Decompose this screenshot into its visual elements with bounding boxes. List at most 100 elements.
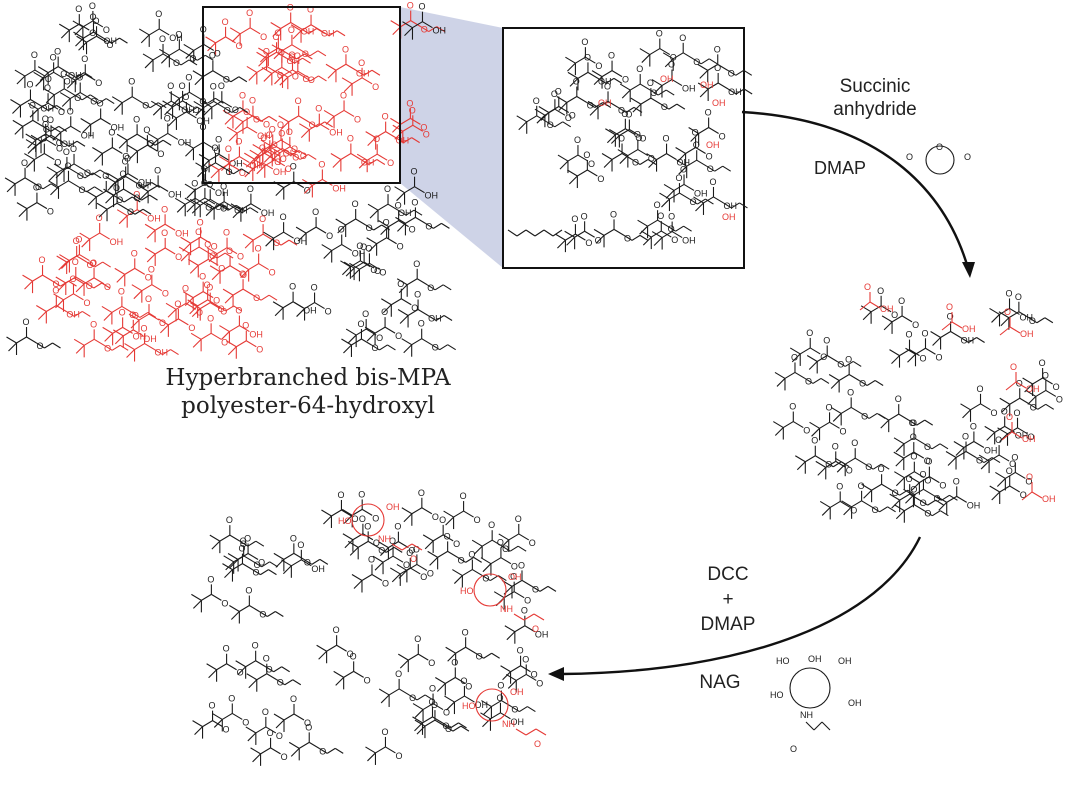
bond: [825, 460, 837, 468]
bond: [611, 153, 623, 160]
bond: [660, 103, 670, 110]
bond: [33, 71, 44, 79]
bond: [36, 202, 48, 210]
atom-label: O: [689, 197, 696, 207]
bond: [828, 374, 840, 381]
bond: [1019, 397, 1031, 405]
bond: [260, 115, 270, 122]
bond: [341, 508, 353, 516]
bond: [374, 561, 384, 571]
atom-label: O: [1029, 316, 1036, 326]
bond: [411, 338, 422, 346]
atom-label: OH: [147, 214, 161, 224]
atom-label: OH: [329, 128, 343, 138]
atom-label: O: [714, 44, 721, 54]
bond: [330, 153, 342, 160]
atom-label: O: [145, 294, 152, 304]
bond: [53, 88, 65, 96]
bond: [29, 108, 39, 118]
bond: [506, 631, 516, 641]
atom-label: O: [228, 693, 235, 703]
bond: [79, 254, 90, 262]
atom-label: OH: [880, 304, 894, 314]
bond: [248, 263, 259, 271]
bond: [407, 309, 419, 316]
atom-label: O: [120, 169, 127, 179]
bond: [204, 197, 216, 205]
bond: [288, 53, 297, 60]
bond: [219, 156, 230, 164]
atom-label: O: [919, 469, 926, 479]
atom-label: O: [70, 144, 77, 154]
atom-label: O: [252, 568, 259, 578]
bond: [947, 457, 957, 466]
bond: [335, 676, 345, 686]
bond: [310, 24, 322, 32]
bond: [99, 232, 110, 240]
bond: [118, 215, 128, 225]
bond: [341, 509, 352, 517]
bond: [909, 349, 920, 357]
bond: [203, 106, 213, 116]
atom-label: O: [75, 4, 82, 14]
bond: [304, 302, 315, 310]
bond: [275, 719, 285, 729]
bond: [422, 703, 434, 711]
atom-label: O: [1026, 472, 1033, 482]
atom-label: O: [387, 158, 394, 168]
bond: [445, 676, 456, 684]
bond: [609, 129, 620, 136]
bond: [141, 284, 153, 292]
bond: [464, 695, 475, 703]
bond: [283, 713, 295, 721]
atom-label: O: [148, 265, 155, 275]
bond: [832, 413, 842, 422]
atom-label: OH: [303, 306, 317, 316]
bond: [411, 543, 423, 551]
bond: [669, 192, 680, 200]
bond: [56, 255, 67, 263]
atom-label: O: [127, 207, 134, 217]
bond: [367, 203, 379, 211]
bond: [83, 338, 95, 346]
bond: [295, 226, 307, 234]
bond: [61, 98, 71, 107]
bond: [172, 59, 182, 66]
bond: [262, 145, 272, 155]
bond: [274, 75, 283, 85]
bond: [236, 340, 247, 348]
bond: [410, 20, 421, 28]
atom-label: O: [496, 693, 503, 703]
bond: [26, 336, 37, 344]
bond: [335, 63, 347, 71]
bond: [131, 96, 143, 104]
bond: [889, 349, 900, 357]
atom-label: O: [632, 158, 639, 168]
bond: [424, 540, 434, 550]
bond: [189, 91, 200, 99]
atom-label: OH: [136, 180, 150, 190]
atom-label: OH: [169, 33, 183, 43]
bond: [973, 441, 985, 448]
bond: [698, 127, 709, 134]
atom-label: O: [878, 464, 885, 474]
atom-label: O: [58, 107, 65, 117]
bond: [281, 66, 293, 74]
bond: [898, 413, 910, 421]
bond: [335, 218, 346, 226]
atom-label: O: [325, 307, 332, 317]
bond: [103, 188, 114, 196]
bond: [677, 153, 686, 162]
bond: [105, 98, 115, 105]
atom-label: O: [247, 184, 254, 194]
bond: [519, 706, 528, 713]
bond: [394, 186, 405, 194]
bond: [1017, 427, 1028, 435]
atom-label: O: [128, 77, 135, 87]
atom-label: O: [413, 544, 420, 554]
bond: [282, 150, 292, 156]
atom-label: O: [595, 235, 602, 245]
bond: [239, 325, 250, 333]
bond: [347, 334, 357, 344]
atom-label: O: [42, 114, 49, 124]
